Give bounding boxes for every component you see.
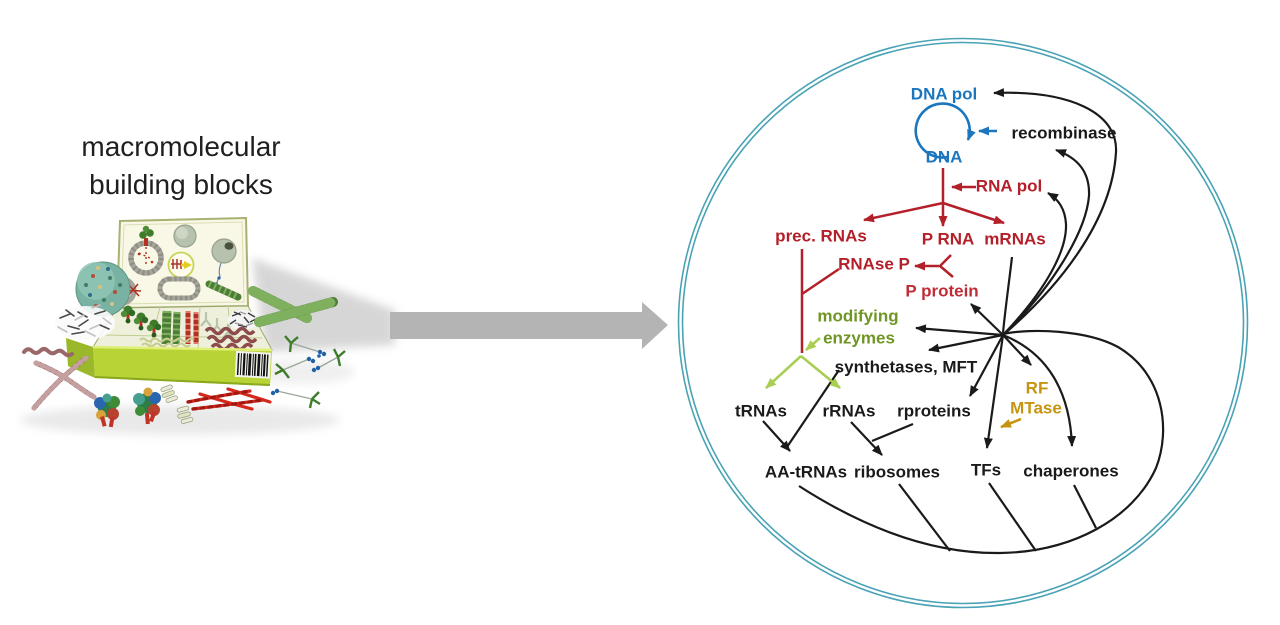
building-blocks-illustration xyxy=(20,216,395,435)
label-p-rna: P RNA xyxy=(921,229,975,249)
kit-pale-squiggles xyxy=(139,337,195,348)
arrow-junction-to-rrnas xyxy=(800,354,841,390)
page-title: macromolecular building blocks xyxy=(81,128,280,204)
arrow-hub-to-modifying-enzymes xyxy=(915,324,1004,337)
protein-blob-1 xyxy=(94,393,120,428)
line-to-rnase-p xyxy=(801,267,840,296)
arrow-trnas-to-aa-trnas xyxy=(762,420,791,452)
label-chaperones: chaperones xyxy=(1023,461,1119,481)
arrow-hub-to-chaperones xyxy=(1002,333,1077,447)
label-recombinase: recombinase xyxy=(1011,123,1117,143)
label-rproteins: rproteins xyxy=(897,401,971,421)
label-prec-rnas: prec. RNAs xyxy=(775,226,867,246)
translation-loop xyxy=(798,329,1165,555)
line-tfs-to-loop xyxy=(988,482,1037,552)
arrow-rf-mtase xyxy=(1000,417,1022,429)
label-aa-trnas: AA-tRNAs xyxy=(764,462,848,482)
capsule-stacks xyxy=(160,384,194,424)
label-modifying: modifying xyxy=(817,306,899,326)
arrow-hub-to-recombinase xyxy=(1002,148,1091,336)
arrow-hub-to-p-protein xyxy=(970,303,1004,336)
title-line-2: building blocks xyxy=(89,169,273,200)
arrow-hub-to-synthetases xyxy=(928,333,1004,353)
arrow-hub-to-rproteins xyxy=(969,334,1004,397)
arrow-rrnas-to-ribosomes xyxy=(850,421,883,456)
arrow-branch-to-prec-rnas xyxy=(863,201,944,223)
trna-units xyxy=(270,335,346,409)
rose-helix-cross xyxy=(22,347,97,411)
lid-vesicle-diagram xyxy=(205,238,242,301)
line-chaperones-to-loop xyxy=(1073,484,1097,529)
line-ribosomes-to-loop xyxy=(898,483,951,552)
title-line-1: macromolecular xyxy=(81,131,281,162)
cell-membrane-outer xyxy=(677,37,1249,609)
box-body xyxy=(66,305,273,386)
label-rnase-p: RNAse P xyxy=(838,254,910,274)
label-rna-pol: RNA pol xyxy=(975,176,1043,196)
kit-tangle xyxy=(228,310,259,330)
label-enzymes: enzymes xyxy=(823,328,895,348)
line-mrnas-to-hub xyxy=(1001,256,1014,334)
box-front-face xyxy=(93,347,272,386)
green-coil-rods xyxy=(248,286,338,327)
label-mtase: MTase xyxy=(1010,398,1062,418)
replication-circle-arrow xyxy=(914,102,976,159)
lid-yellow-circle-diagram xyxy=(167,251,195,279)
cell-membrane-inner xyxy=(681,41,1245,605)
teal-sphere xyxy=(75,261,131,317)
scattered-blocks xyxy=(22,261,346,428)
barcode xyxy=(234,350,272,379)
arrow-junction-to-trnas xyxy=(765,355,802,389)
label-p-protein: P protein xyxy=(905,281,979,301)
label-rrnas: rRNAs xyxy=(822,401,876,421)
arrow-branch-to-mrnas xyxy=(942,201,1005,225)
transform-arrow xyxy=(390,302,668,349)
lid-oval-diagram xyxy=(157,276,201,301)
kit-red-helices xyxy=(185,311,199,344)
label-rf: RF xyxy=(1025,378,1049,398)
kit-maroon-rows xyxy=(204,326,258,352)
label-ribosomes: ribosomes xyxy=(854,462,940,482)
red-rods xyxy=(186,387,272,411)
label-synthetases-mft: synthetases, MFT xyxy=(834,357,978,377)
line-rproteins-to-ribosomes xyxy=(871,422,914,443)
arrow-hub-to-rf-mtase xyxy=(1002,334,1032,366)
label-mrnas: mRNAs xyxy=(984,229,1046,249)
arrow-hub-to-rna-pol xyxy=(1002,192,1068,336)
label-trnas: tRNAs xyxy=(735,401,787,421)
box-lid xyxy=(107,216,250,310)
arrow-enzymes-to-junction xyxy=(805,337,821,351)
pre-trna-fork xyxy=(938,254,954,278)
lid-molecule-tree xyxy=(137,225,154,265)
protein-blob-2 xyxy=(133,387,161,425)
arrow-hub-to-tfs xyxy=(983,334,1005,449)
label-dna: DNA xyxy=(925,147,963,167)
kit-molecule-trees xyxy=(120,305,162,338)
white-tangle xyxy=(55,304,115,340)
label-tfs: TFs xyxy=(970,460,1002,480)
arrow-hub-to-dna-pol xyxy=(993,88,1118,336)
label-dna-pol: DNA pol xyxy=(910,84,978,104)
